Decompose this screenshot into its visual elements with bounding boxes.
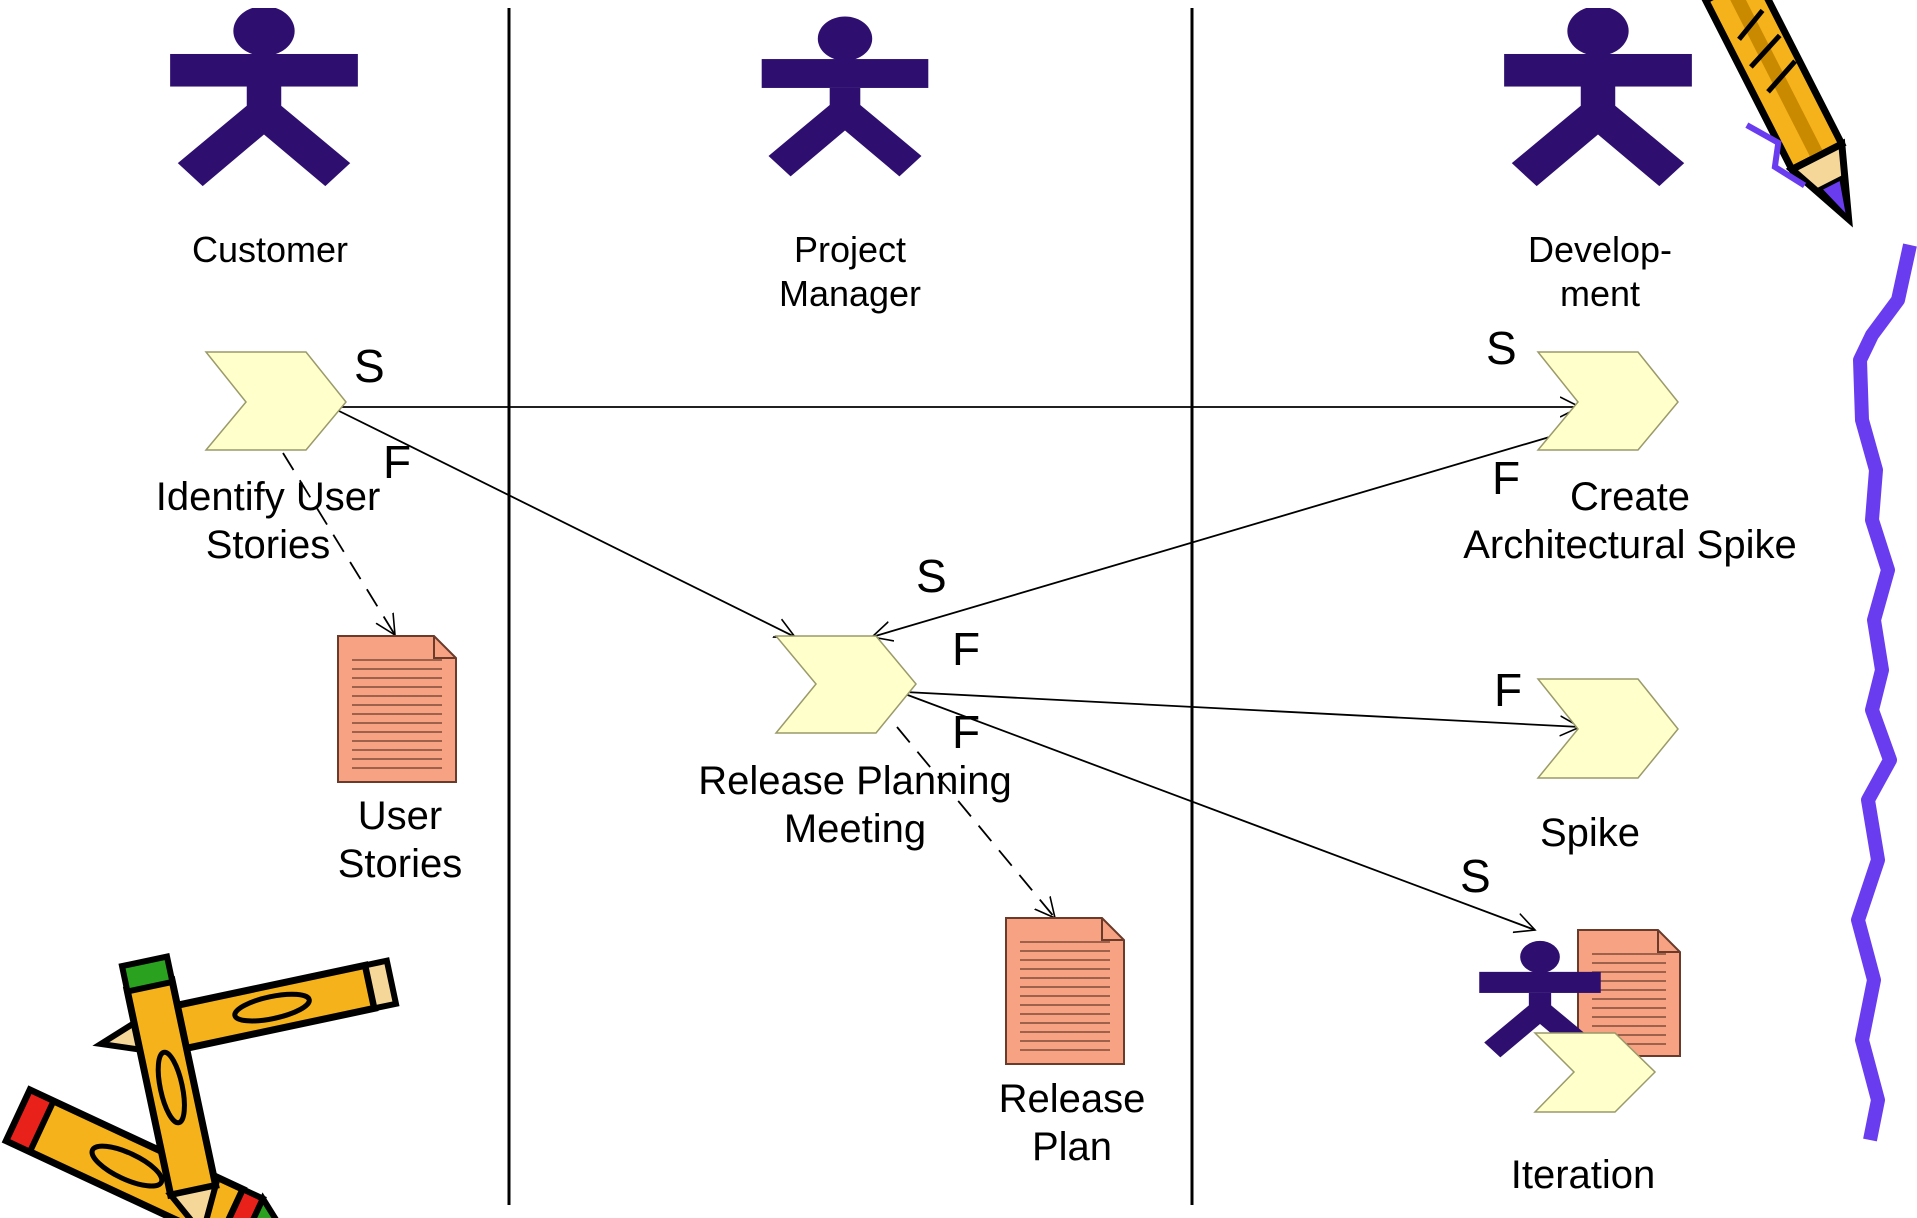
activity-chevron-icon [774, 635, 917, 734]
role-development-label: Develop-ment [1528, 229, 1672, 314]
iteration-icon [1479, 940, 1657, 1113]
start-flag: S [916, 550, 947, 602]
start-flag: S [1486, 322, 1517, 374]
flow-spike-to-release-planning [872, 427, 1581, 637]
actor-icon [1504, 8, 1692, 187]
flow-release-planning-to-spike [904, 691, 1580, 727]
document-icon [1005, 917, 1125, 1065]
activity-chevron-icon [1533, 1032, 1657, 1113]
finish-flag: F [383, 436, 411, 488]
start-flag: S [1460, 850, 1491, 902]
actor-icon [761, 16, 929, 177]
activity-chevron-icon [1536, 351, 1679, 451]
activity-iteration-label: Iteration [1511, 1153, 1656, 1197]
activity-chevron-icon [204, 351, 347, 451]
finish-flag: F [952, 706, 980, 758]
role-customer-label: Customer [192, 229, 348, 270]
start-flag: S [354, 340, 385, 392]
pencil-clipart [1700, 0, 1853, 228]
actor-icon [170, 8, 358, 187]
finish-flag: F [1494, 664, 1522, 716]
finish-flag: F [1492, 452, 1520, 504]
flow-release-planning-to-iteration [904, 693, 1535, 930]
activity-spike-label: Spike [1540, 811, 1640, 855]
document-icon [337, 635, 457, 783]
output-user-stories [282, 452, 395, 635]
squiggle-decoration [1851, 243, 1917, 1142]
output-release-plan [896, 726, 1055, 918]
finish-flag: F [952, 623, 980, 675]
activity-chevron-icon [1536, 678, 1679, 779]
crayons-clipart [1, 952, 400, 1218]
flow-identify-to-release-planning [336, 409, 795, 637]
